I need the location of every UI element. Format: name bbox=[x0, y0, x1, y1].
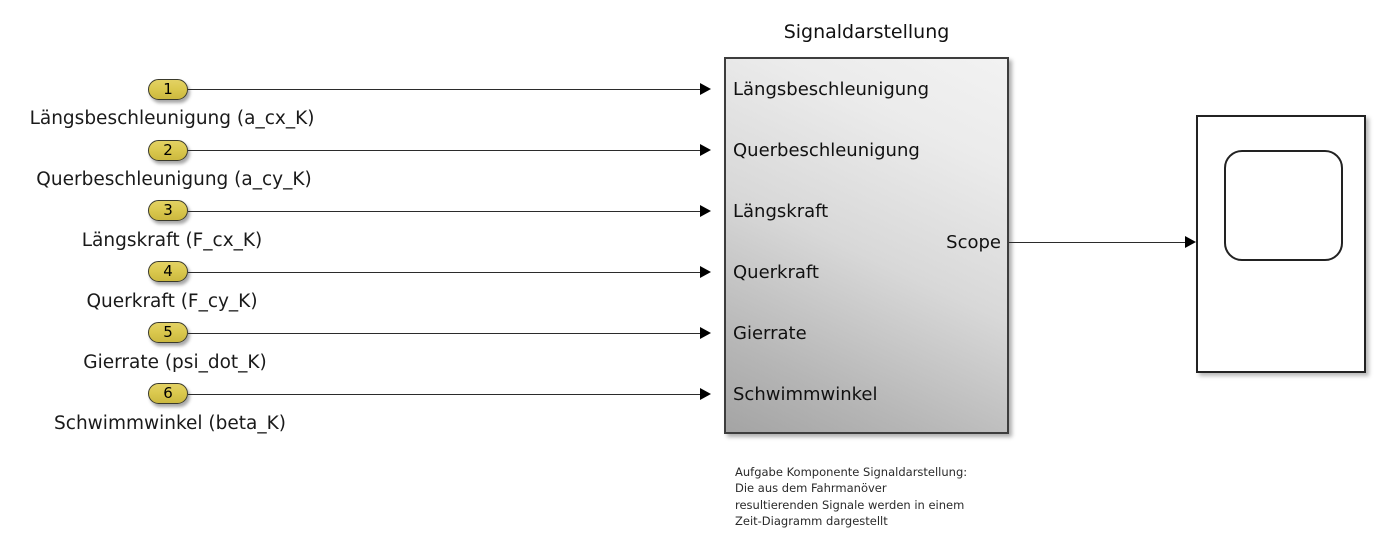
block-inport-label-laengskraft: Längskraft bbox=[733, 201, 829, 222]
signal-arrow-3 bbox=[700, 204, 711, 217]
diagram-annotation: Aufgabe Komponente Signaldarstellung: Di… bbox=[735, 465, 968, 528]
block-inport-label-gierrate: Gierrate bbox=[733, 323, 807, 344]
inport-number-6: 6 bbox=[163, 384, 173, 402]
subsystem-block-signaldarstellung[interactable] bbox=[724, 57, 1009, 434]
inport-caption-2: Querbeschleunigung (a_cy_K) bbox=[36, 169, 312, 190]
signal-arrow-5 bbox=[700, 326, 711, 339]
inport-block-2[interactable]: 2 bbox=[148, 140, 188, 161]
signal-arrow-scope bbox=[1185, 235, 1196, 248]
inport-caption-5: Gierrate (psi_dot_K) bbox=[83, 352, 267, 373]
block-inport-label-querkraft: Querkraft bbox=[733, 262, 819, 283]
inport-caption-6: Schwimmwinkel (beta_K) bbox=[54, 413, 286, 434]
signal-wire-2[interactable] bbox=[188, 150, 700, 151]
signal-wire-3[interactable] bbox=[188, 211, 700, 212]
signal-arrow-2 bbox=[700, 143, 711, 156]
inport-block-6[interactable]: 6 bbox=[148, 383, 188, 404]
signal-wire-4[interactable] bbox=[188, 272, 700, 273]
main-block-title: Signaldarstellung bbox=[783, 21, 950, 43]
signal-arrow-4 bbox=[700, 265, 711, 278]
scope-block[interactable] bbox=[1196, 115, 1366, 373]
inport-caption-1: Längsbeschleunigung (a_cx_K) bbox=[29, 108, 315, 129]
signal-wire-scope[interactable] bbox=[1009, 242, 1187, 243]
inport-block-5[interactable]: 5 bbox=[148, 322, 188, 343]
signal-arrow-6 bbox=[700, 387, 711, 400]
signal-wire-5[interactable] bbox=[188, 333, 700, 334]
inport-block-1[interactable]: 1 bbox=[148, 79, 188, 100]
block-inport-label-laengsbeschleunigung: Längsbeschleunigung bbox=[733, 79, 930, 100]
block-inport-label-querbeschleunigung: Querbeschleunigung bbox=[733, 140, 920, 161]
signal-arrow-1 bbox=[700, 82, 711, 95]
inport-number-1: 1 bbox=[163, 80, 173, 98]
inport-caption-4: Querkraft (F_cy_K) bbox=[86, 291, 258, 312]
block-outport-label-scope: Scope bbox=[946, 232, 1001, 253]
inport-number-4: 4 bbox=[163, 262, 173, 280]
signal-wire-1[interactable] bbox=[188, 89, 700, 90]
inport-number-5: 5 bbox=[163, 323, 173, 341]
scope-screen-icon bbox=[1224, 150, 1343, 261]
inport-number-2: 2 bbox=[163, 141, 173, 159]
signal-wire-6[interactable] bbox=[188, 394, 700, 395]
inport-caption-3: Längskraft (F_cx_K) bbox=[81, 230, 263, 251]
inport-block-4[interactable]: 4 bbox=[148, 261, 188, 282]
inport-block-3[interactable]: 3 bbox=[148, 200, 188, 221]
inport-number-3: 3 bbox=[163, 201, 173, 219]
block-inport-label-schwimmwinkel: Schwimmwinkel bbox=[733, 384, 878, 405]
